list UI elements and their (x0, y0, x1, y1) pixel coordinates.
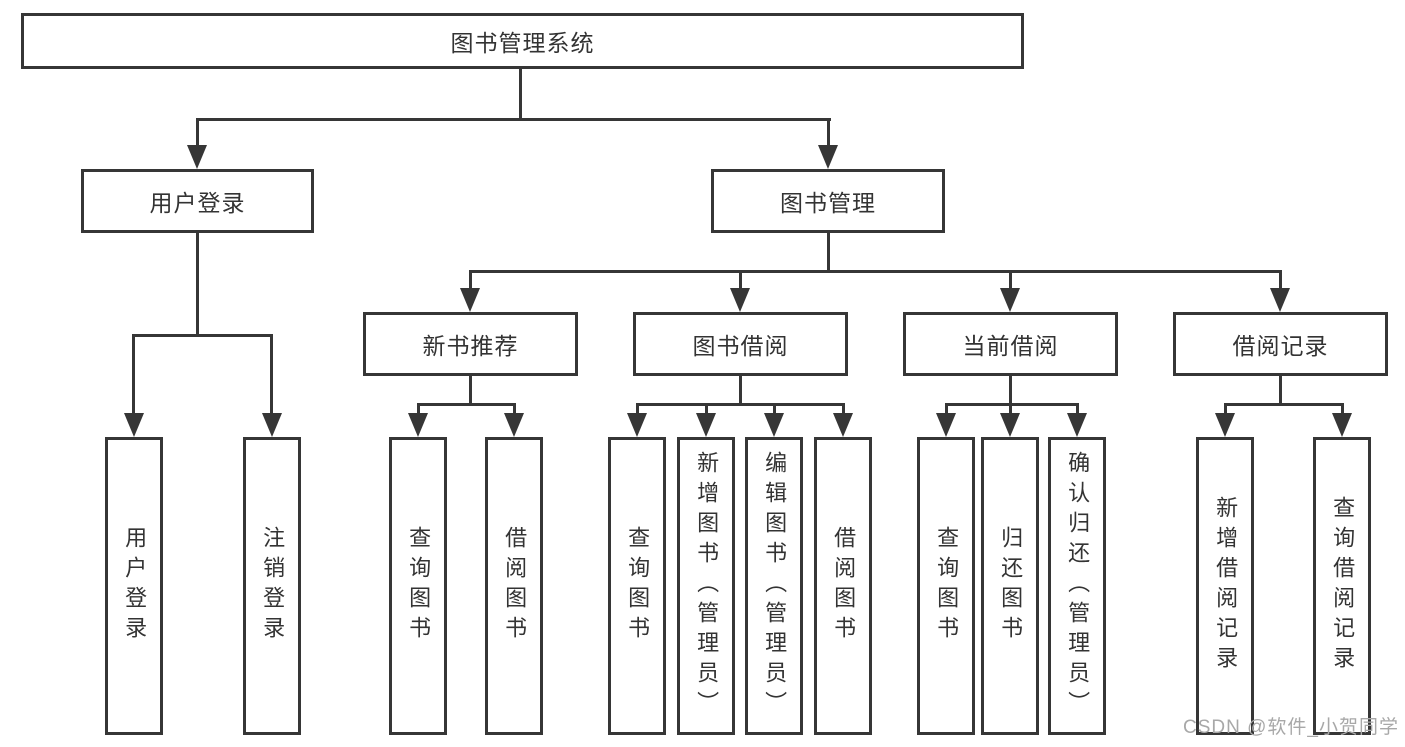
leaf-borrowing-query-book: 查询图书 (608, 437, 666, 735)
leaf-recommend-query-book: 查询图书 (389, 437, 447, 735)
connector-line (739, 376, 742, 405)
leaf-add-book-admin: 新增图书（管理员） (677, 437, 735, 735)
connector-line (773, 403, 776, 415)
connector-line (270, 334, 273, 413)
arrow-down-icon (936, 413, 956, 437)
arrow-down-icon (1000, 413, 1020, 437)
node-label: 图书管理 (780, 190, 876, 216)
arrow-down-icon (504, 413, 524, 437)
connector-line (417, 403, 515, 406)
connector-line (739, 270, 742, 290)
leaf-query-borrow-record: 查询借阅记录 (1313, 437, 1371, 735)
connector-line (1076, 403, 1079, 415)
node-book-borrowing: 图书借阅 (633, 312, 848, 376)
leaf-label: 用户登录 (122, 526, 148, 646)
leaf-label: 确认归还（管理员） (1065, 451, 1091, 721)
arrow-down-icon (1000, 288, 1020, 312)
connector-line (132, 334, 135, 413)
connector-line (636, 403, 844, 406)
node-label: 图书管理系统 (450, 30, 595, 56)
connector-line (827, 118, 830, 145)
leaf-label: 编辑图书（管理员） (762, 451, 788, 721)
leaf-label: 新增图书（管理员） (694, 451, 720, 721)
connector-line (1009, 376, 1012, 405)
arrow-down-icon (1332, 413, 1352, 437)
leaf-borrowing-borrow-book: 借阅图书 (814, 437, 872, 735)
connector-line (469, 270, 1281, 273)
arrow-down-icon (1067, 413, 1087, 437)
leaf-confirm-return-admin: 确认归还（管理员） (1048, 437, 1106, 735)
leaf-recommend-borrow-book: 借阅图书 (485, 437, 543, 735)
connector-line (469, 270, 472, 290)
connector-line (417, 403, 420, 415)
connector-line (1279, 270, 1282, 290)
arrow-down-icon (262, 413, 282, 437)
connector-line (1224, 403, 1343, 406)
node-library-management-system: 图书管理系统 (21, 13, 1024, 69)
leaf-label: 查询借阅记录 (1330, 496, 1356, 676)
connector-line (827, 233, 830, 272)
leaf-label: 新增借阅记录 (1213, 496, 1239, 676)
leaf-label: 借阅图书 (831, 526, 857, 646)
connector-line (196, 118, 831, 121)
leaf-edit-book-admin: 编辑图书（管理员） (745, 437, 803, 735)
arrow-down-icon (833, 413, 853, 437)
leaf-current-query-book: 查询图书 (917, 437, 975, 735)
arrow-down-icon (187, 145, 207, 169)
leaf-label: 借阅图书 (502, 526, 528, 646)
arrow-down-icon (818, 145, 838, 169)
node-book-management: 图书管理 (711, 169, 945, 233)
connector-line (1279, 376, 1282, 405)
node-label: 用户登录 (149, 190, 246, 216)
connector-line (705, 403, 708, 415)
leaf-label: 注销登录 (260, 526, 286, 646)
leaf-label: 查询图书 (625, 526, 651, 646)
connector-line (132, 334, 273, 337)
node-new-book-recommendation: 新书推荐 (363, 312, 578, 376)
connector-line (1009, 270, 1012, 290)
arrow-down-icon (460, 288, 480, 312)
leaf-logout: 注销登录 (243, 437, 301, 735)
connector-line (519, 69, 522, 118)
leaf-label: 归还图书 (998, 526, 1024, 646)
connector-line (469, 376, 472, 405)
arrow-down-icon (1270, 288, 1290, 312)
connector-line (196, 233, 199, 336)
connector-line (513, 403, 516, 415)
arrow-down-icon (696, 413, 716, 437)
node-current-borrowing: 当前借阅 (903, 312, 1118, 376)
node-label: 借阅记录 (1232, 333, 1329, 359)
arrow-down-icon (627, 413, 647, 437)
node-label: 当前借阅 (962, 333, 1059, 359)
connector-line (1224, 403, 1227, 415)
leaf-label: 查询图书 (406, 526, 432, 646)
leaf-user-login: 用户登录 (105, 437, 163, 735)
arrow-down-icon (408, 413, 428, 437)
leaf-return-book: 归还图书 (981, 437, 1039, 735)
node-label: 新书推荐 (422, 333, 519, 359)
connector-line (842, 403, 845, 415)
arrow-down-icon (124, 413, 144, 437)
node-user-login: 用户登录 (81, 169, 314, 233)
connector-line (945, 403, 948, 415)
node-label: 图书借阅 (692, 333, 789, 359)
leaf-add-borrow-record: 新增借阅记录 (1196, 437, 1254, 735)
arrow-down-icon (1215, 413, 1235, 437)
csdn-watermark: CSDN @软件_小贺同学 (1183, 717, 1399, 738)
connector-line (1009, 403, 1012, 415)
arrow-down-icon (764, 413, 784, 437)
connector-line (1341, 403, 1344, 415)
connector-line (196, 118, 199, 145)
leaf-label: 查询图书 (934, 526, 960, 646)
node-borrowing-records: 借阅记录 (1173, 312, 1388, 376)
arrow-down-icon (730, 288, 750, 312)
connector-line (636, 403, 639, 415)
